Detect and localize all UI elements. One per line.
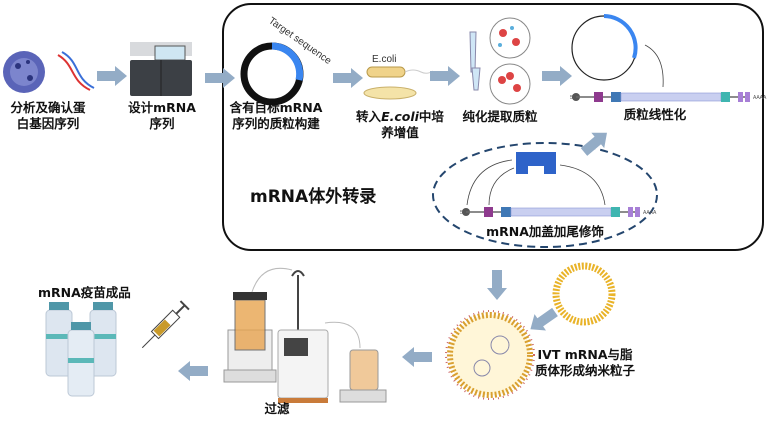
syringe-icon (141, 300, 190, 349)
arrow-icon (487, 270, 507, 300)
arrow-icon (178, 361, 208, 381)
arrow-icon (524, 303, 561, 338)
ivt-title: mRNA体外转录 (250, 186, 376, 207)
ecoli-petri-icon (363, 66, 434, 100)
step-product-label: mRNA疫苗成品 (38, 285, 131, 300)
sequencer-machine-icon (130, 42, 192, 96)
filtration-equipment-icon (223, 267, 387, 403)
step-purify-label: 纯化提取质粒 (462, 109, 538, 124)
cap-tail-region (432, 142, 658, 248)
arrow-icon (205, 68, 235, 88)
step-filter-label: 过滤 (264, 401, 290, 416)
arrow-icon (430, 66, 460, 86)
plasmid-icon (240, 42, 304, 106)
poly-a-label: AAAA (643, 210, 657, 216)
step-cap-tail-label: mRNA加盖加尾修饰 (486, 224, 604, 239)
capping-arrows (466, 159, 606, 206)
arrow-icon (542, 66, 572, 86)
five-prime-label: 5' (460, 210, 464, 216)
vaccine-vials-icon (45, 302, 117, 397)
step-transform-label: 转入E.coli中培养增值 (356, 109, 444, 140)
arrow-icon (402, 347, 432, 367)
poly-a-label: AAAA (753, 95, 767, 101)
target-sequence-label: Target sequence (266, 15, 333, 67)
ecoli-tag: E.coli (372, 54, 396, 65)
mrna-strand-icon (461, 206, 641, 218)
linearized-plasmid-icon (571, 14, 751, 103)
arrow-icon (577, 125, 614, 160)
ivt-process-frame (222, 3, 764, 251)
plasmid-purification-icon (469, 17, 531, 105)
step-analyze-label: 分析及确认蛋白基因序列 (10, 100, 86, 131)
five-prime-label: 5' (570, 95, 574, 101)
virus-icon (3, 51, 45, 93)
step-lnp-label: IVT mRNA与脂质体形成纳米粒子 (535, 347, 636, 378)
lipid-nanoparticle-icon (445, 310, 535, 400)
liposome-icon (552, 262, 616, 326)
dna-icon (57, 51, 95, 91)
enzyme-icon (516, 152, 556, 174)
step-linearize-label: 质粒线性化 (624, 107, 687, 122)
arrow-icon (97, 66, 127, 86)
arrow-icon (333, 68, 363, 88)
